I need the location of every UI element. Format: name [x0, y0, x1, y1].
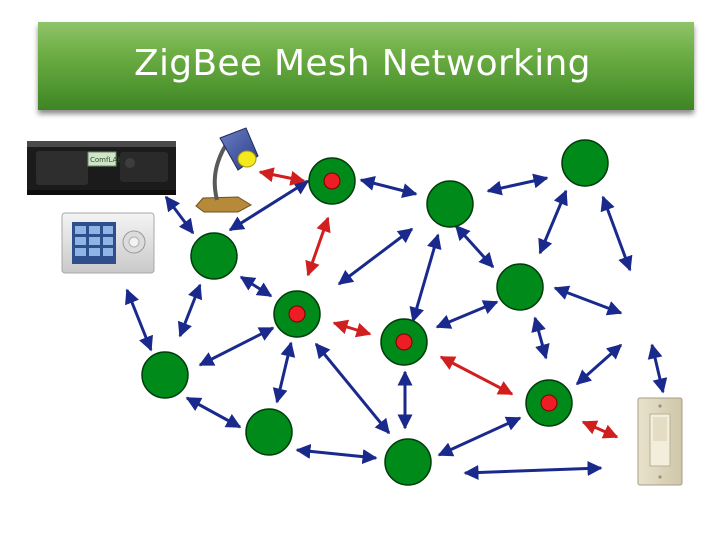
end-node	[141, 351, 189, 399]
home-theater-receiver-icon: ComfLAB	[27, 141, 176, 195]
wall-light-switch-icon	[637, 397, 683, 486]
link	[314, 342, 391, 435]
link	[295, 443, 378, 465]
end-node	[496, 263, 544, 311]
receiver-screen-label: ComfLAB	[90, 156, 122, 164]
link	[239, 275, 273, 298]
end-node	[561, 139, 609, 187]
link	[538, 189, 568, 255]
router-dot	[395, 333, 413, 351]
end-node	[426, 180, 474, 228]
link	[272, 341, 296, 404]
device-links	[258, 167, 619, 439]
link	[463, 461, 603, 480]
link	[553, 285, 623, 316]
link	[185, 396, 242, 429]
title-banner: ZigBee Mesh Networking	[38, 22, 694, 110]
link	[486, 173, 549, 196]
link	[531, 316, 550, 360]
link	[359, 176, 418, 198]
link	[177, 283, 203, 338]
link	[125, 288, 153, 352]
link	[435, 300, 499, 329]
end-node	[384, 438, 432, 486]
link	[409, 233, 442, 323]
link	[198, 326, 275, 367]
device-link	[332, 319, 372, 338]
link	[437, 416, 522, 457]
device-link	[581, 420, 619, 439]
slide-title: ZigBee Mesh Networking	[134, 43, 591, 84]
link	[600, 195, 633, 272]
mesh-links	[125, 173, 668, 480]
link	[647, 343, 668, 394]
link	[164, 195, 195, 235]
end-node	[245, 408, 293, 456]
mesh-nodes	[141, 139, 609, 486]
link	[575, 343, 623, 386]
router-dot	[323, 172, 341, 190]
device-link	[305, 216, 331, 277]
link	[454, 224, 495, 269]
device-link	[439, 355, 514, 396]
device-link	[258, 167, 306, 186]
end-node	[190, 232, 238, 280]
router-dot	[288, 305, 306, 323]
touch-panel-remote-icon	[61, 212, 155, 274]
router-dots	[288, 172, 558, 412]
desk-lamp-icon	[195, 127, 259, 213]
router-dot	[540, 394, 558, 412]
link	[337, 227, 414, 286]
link	[228, 179, 310, 232]
